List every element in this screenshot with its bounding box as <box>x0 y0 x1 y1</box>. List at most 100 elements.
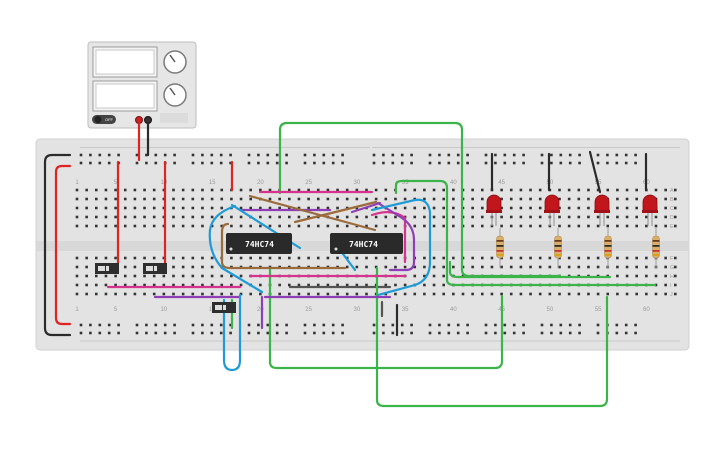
hole[interactable] <box>500 224 503 228</box>
rail-hole[interactable] <box>219 161 223 165</box>
hole[interactable] <box>567 215 571 219</box>
hole[interactable] <box>307 215 310 219</box>
hole[interactable] <box>355 256 359 260</box>
hole[interactable] <box>220 206 224 210</box>
led-3[interactable] <box>594 194 610 226</box>
hole[interactable] <box>413 265 417 269</box>
hole[interactable] <box>635 292 638 296</box>
hole[interactable] <box>558 188 561 192</box>
hole[interactable] <box>123 197 127 201</box>
hole[interactable] <box>336 283 339 287</box>
hole[interactable] <box>143 206 146 210</box>
rail-hole[interactable] <box>624 153 628 157</box>
hole[interactable] <box>239 197 243 201</box>
hole[interactable] <box>490 256 494 260</box>
hole[interactable] <box>220 283 224 287</box>
rail-hole[interactable] <box>266 323 270 327</box>
hole[interactable] <box>181 256 185 260</box>
hole[interactable] <box>596 215 600 219</box>
hole[interactable] <box>625 215 629 219</box>
rail-hole[interactable] <box>606 161 609 165</box>
rail-hole[interactable] <box>484 323 488 327</box>
hole[interactable] <box>268 256 272 260</box>
rail-hole[interactable] <box>341 161 344 165</box>
hole[interactable] <box>181 283 185 287</box>
hole[interactable] <box>577 197 581 201</box>
hole[interactable] <box>278 215 281 219</box>
rail-hole[interactable] <box>303 331 307 335</box>
hole[interactable] <box>152 292 156 296</box>
hole[interactable] <box>162 292 166 296</box>
hole[interactable] <box>481 292 484 296</box>
hole[interactable] <box>143 283 146 287</box>
hole[interactable] <box>95 274 98 278</box>
hole[interactable] <box>625 206 629 210</box>
rail-hole[interactable] <box>596 323 600 327</box>
hole[interactable] <box>95 224 98 228</box>
rail-hole[interactable] <box>247 323 251 327</box>
hole[interactable] <box>230 215 233 219</box>
hole[interactable] <box>509 197 513 201</box>
rail-hole[interactable] <box>578 153 581 157</box>
hole[interactable] <box>95 256 98 260</box>
hole[interactable] <box>596 256 600 260</box>
hole[interactable] <box>452 265 455 269</box>
hole[interactable] <box>577 292 581 296</box>
hole[interactable] <box>481 224 484 228</box>
hole[interactable] <box>548 256 552 260</box>
hole[interactable] <box>645 265 648 269</box>
rail-hole[interactable] <box>107 161 111 165</box>
rail-hole[interactable] <box>634 331 637 335</box>
hole[interactable] <box>326 292 330 296</box>
hole[interactable] <box>413 188 417 192</box>
hole[interactable] <box>336 292 339 296</box>
hole[interactable] <box>297 206 301 210</box>
hole[interactable] <box>355 265 359 269</box>
hole[interactable] <box>201 265 204 269</box>
hole[interactable] <box>423 265 426 269</box>
hole[interactable] <box>230 197 233 201</box>
rail-hole[interactable] <box>201 161 204 165</box>
rail-hole[interactable] <box>145 323 148 327</box>
hole[interactable] <box>259 256 262 260</box>
hole[interactable] <box>75 206 79 210</box>
rail-hole[interactable] <box>266 161 270 165</box>
hole[interactable] <box>452 224 455 228</box>
rail-hole[interactable] <box>98 331 102 335</box>
rail-hole[interactable] <box>540 161 544 165</box>
resistor-4[interactable] <box>652 228 660 268</box>
hole[interactable] <box>664 206 667 210</box>
hole[interactable] <box>616 265 619 269</box>
hole[interactable] <box>577 206 581 210</box>
rail-hole[interactable] <box>382 161 385 165</box>
hole[interactable] <box>259 206 262 210</box>
hole[interactable] <box>123 256 127 260</box>
hole[interactable] <box>152 256 156 260</box>
rail-hole[interactable] <box>154 323 158 327</box>
chip-u1[interactable]: 74HC74 <box>226 233 292 254</box>
rail-hole[interactable] <box>322 323 326 327</box>
hole[interactable] <box>654 274 658 278</box>
hole[interactable] <box>249 256 252 260</box>
hole[interactable] <box>297 188 301 192</box>
rail-hole[interactable] <box>550 153 553 157</box>
hole[interactable] <box>471 256 474 260</box>
hole[interactable] <box>239 224 243 228</box>
resistor-3[interactable] <box>604 228 612 268</box>
hole[interactable] <box>635 274 638 278</box>
hole[interactable] <box>452 188 455 192</box>
hole[interactable] <box>616 256 619 260</box>
hole[interactable] <box>307 206 310 210</box>
hole[interactable] <box>423 274 426 278</box>
hole[interactable] <box>201 206 204 210</box>
hole[interactable] <box>123 188 127 192</box>
hole[interactable] <box>95 188 98 192</box>
hole[interactable] <box>104 206 108 210</box>
hole[interactable] <box>664 265 667 269</box>
hole[interactable] <box>172 292 175 296</box>
hole[interactable] <box>114 215 117 219</box>
hole[interactable] <box>259 188 262 192</box>
rail-hole[interactable] <box>285 323 288 327</box>
rail-hole[interactable] <box>79 161 83 165</box>
hole[interactable] <box>75 197 79 201</box>
